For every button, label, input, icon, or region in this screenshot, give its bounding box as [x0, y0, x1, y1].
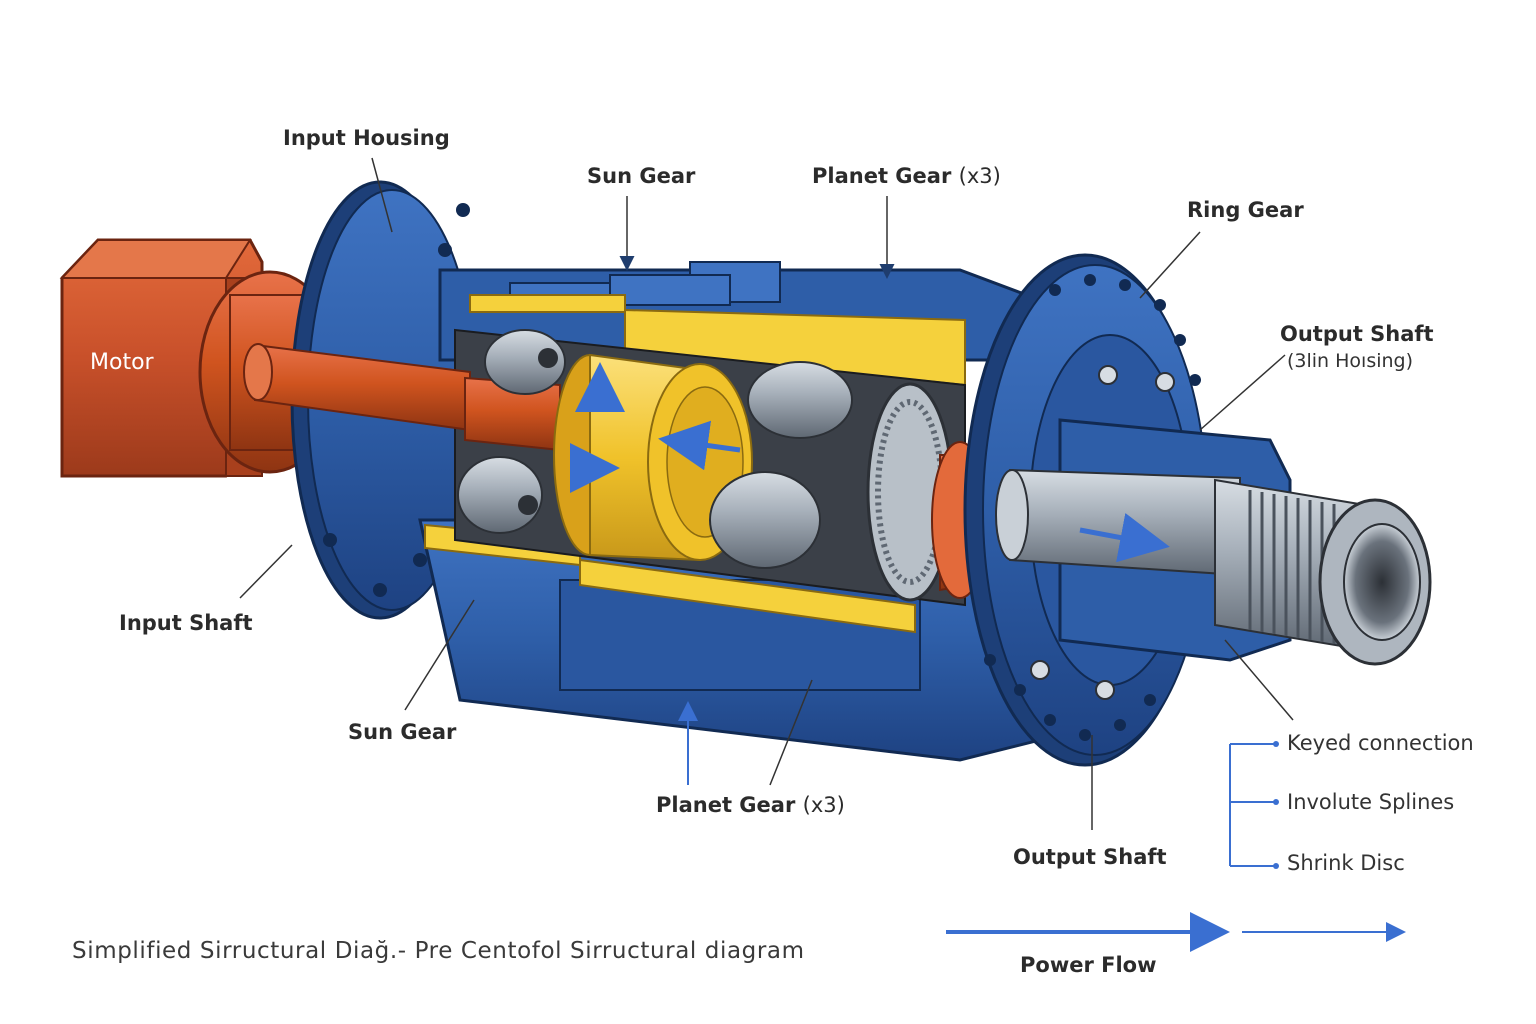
diagram-caption: Simplified Sirructural Diağ.- Pre Centof…: [72, 938, 805, 964]
input-shaft: [243, 343, 561, 452]
connection-bracket: [1229, 743, 1276, 867]
sun-gear-bottom-label: Sun Gear: [348, 720, 457, 744]
planet-gears-output-side: [709, 361, 853, 569]
rotation-arrows: [570, 362, 1170, 563]
planet-gear-top-name: Planet Gear: [812, 164, 952, 188]
input-shaft-label: Input Shaft: [119, 611, 253, 635]
connection-splines-label: Involute Splines: [1287, 790, 1455, 814]
power-flow-label: Power Flow: [1020, 953, 1157, 977]
output-shaft-right-sublabel: (3lin Hoısing): [1287, 350, 1414, 372]
connection-keyed-label: Keyed connection: [1287, 731, 1474, 755]
planet-gear-bottom-count: (x3): [802, 793, 845, 817]
planet-gear-bottom-name: Planet Gear: [656, 793, 796, 817]
sun-gear-top-label: Sun Gear: [587, 164, 696, 188]
input-housing-label: Input Housing: [283, 126, 450, 150]
output-shaft-bottom-label: Output Shaft: [1013, 845, 1167, 869]
connection-shrink-disc-label: Shrink Disc: [1287, 851, 1405, 875]
planet-gear-top-count: (x3): [958, 164, 1001, 188]
motor-label: Motor: [90, 350, 154, 375]
leader-lines: [239, 157, 1294, 830]
connection-bullets: [1273, 741, 1279, 869]
ring-gear-label: Ring Gear: [1187, 198, 1304, 222]
planet-gear-top-label: Planet Gear (x3): [812, 164, 1001, 188]
planet-gears-input-side: [457, 329, 566, 534]
planet-gear-bottom-label: Planet Gear (x3): [656, 793, 845, 817]
output-shaft-right-label: Output Shaft: [1280, 322, 1434, 346]
